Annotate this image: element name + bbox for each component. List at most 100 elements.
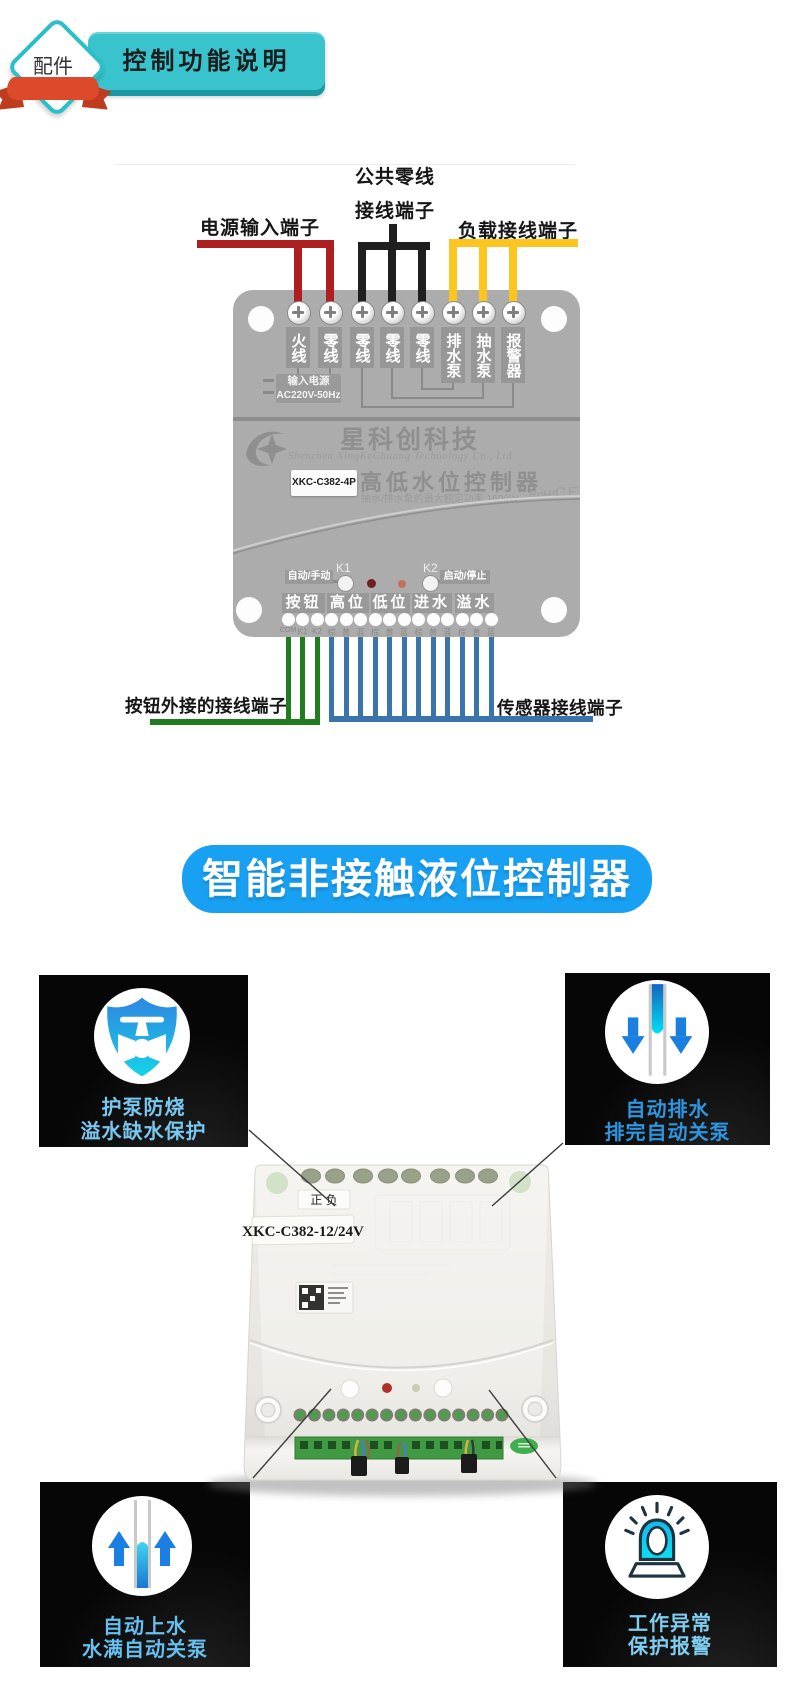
blue-wire [416,637,421,718]
brand-name-en: Shenzhen XingKeChuang Technology Co., Lt… [288,450,513,462]
connection-line [482,383,484,399]
terminal-screw [472,301,496,325]
terminal-screw [319,301,343,325]
feature-icon-circle [605,980,709,1084]
terminal-circle [383,613,396,626]
blue-wire [488,637,494,718]
terminal-screw [442,301,466,325]
feature-line2: 溢水缺水保护 [80,1121,207,1143]
blue-bus-bar [329,716,593,722]
brand-logo-icon [246,431,287,466]
product-photo: 正 负 XKC-C382-12/24V [207,1164,597,1496]
pin-label: 棕 [458,628,466,637]
blue-wire [372,637,378,718]
group-plate: 按钮 [282,593,325,613]
blue-wire [474,637,479,718]
connector-stub [333,580,338,583]
terminal-screw [411,301,435,325]
bottom-terminal-holes [293,1408,509,1422]
pin-label: 黄 [429,628,437,637]
black-wire-stem [389,224,397,244]
connection-line [391,397,484,399]
model-sticker: XKC-C382-12/24V [242,1224,364,1240]
green-wire [314,637,320,721]
terminal-screw [287,301,311,325]
mounting-hole [541,306,567,332]
pin-label: 棕 [327,628,336,637]
device-divider [233,417,580,421]
terminal-circle [426,613,440,626]
product-name: 高低水位控制器 [360,470,543,495]
start-stop-label: 启动/停止 [440,570,490,584]
header-button[interactable]: 控制功能说明 [88,32,325,96]
red-wire [326,240,334,312]
connection-line [421,388,454,390]
ribbon-band [7,77,99,100]
led-red [367,579,376,588]
connection-line [329,367,331,375]
pin-label: 蓝 [487,628,495,637]
connection-line [297,367,299,375]
terminal-circle [368,613,382,626]
feature-auto-fill: 自动上水 水满自动关泵 [40,1482,250,1667]
label-button-external: 按钮外接的接线端子 [125,696,287,716]
mounting-hole [236,597,262,623]
feature-icon-circle [605,1495,709,1599]
power-box-line2: AC220V-50Hz [276,389,341,401]
terminal-circle [470,613,483,626]
blue-wire [343,637,349,718]
led-orange [398,580,406,588]
group-plate: 低位 [371,593,410,613]
terminal-screw [502,301,526,325]
fill-arrows-icon [108,1500,176,1588]
k2-button[interactable] [422,575,439,592]
pin-label: 蓝 [443,628,452,637]
connection-line [452,383,454,390]
pin-label: 棕 [414,628,423,637]
black-wire [388,242,396,312]
label-sensor: 传感器接线端子 [497,698,623,718]
mounting-hole [248,306,274,332]
feature-line2: 排完自动关泵 [604,1122,731,1144]
terminal-plate: 排水泵 [441,327,465,383]
terminal-plate: 零线 [350,327,374,368]
terminal-circle [281,613,295,626]
black-wire [418,242,426,312]
connection-line [361,406,514,408]
model-label: XKC-C382-4P [291,470,357,496]
yellow-wire [449,239,457,312]
black-wire [358,242,366,312]
feature-line1: 自动排水 [625,1099,710,1121]
terminal-plate: 零线 [380,327,404,368]
power-dash [263,391,274,394]
group-plate: 进水 [412,593,452,613]
label-common-neutral-2: 接线端子 [354,201,435,222]
terminal-screw [381,301,405,325]
blue-wire [445,637,450,718]
banner-title: 智能非接触液位控制器 [202,856,632,902]
terminal-circle [296,613,309,626]
feature-pump-protect: 护泵防烧 溢水缺水保护 [39,975,248,1147]
terminal-plate: 抽水泵 [471,327,495,383]
terminal-circle [397,613,411,626]
feature-line2: 保护报警 [628,1636,712,1658]
controller-device: 输入电源 AC220V-50Hz 星科创科技 Shenzhen XingKeCh… [233,290,580,637]
separator-line [115,164,575,165]
pin-label: K2 [312,627,322,636]
device-arc [233,495,580,555]
green-bus-bar [150,719,320,725]
connection-line [421,367,423,390]
feature-icon-circle [94,988,190,1084]
power-dash [263,379,274,382]
group-plate: 高位 [327,593,369,613]
terminal-circle [441,613,454,626]
pin-label: 蓝 [356,628,365,637]
k1-button[interactable] [337,575,354,592]
terminal-plate: 零线 [410,327,434,368]
label-common-neutral-1: 公共零线 [354,167,435,188]
header-button-label: 控制功能说明 [122,48,291,75]
blue-wire [401,637,407,718]
feature-line1: 工作异常 [628,1613,712,1635]
yellow-wire-run [449,239,578,247]
